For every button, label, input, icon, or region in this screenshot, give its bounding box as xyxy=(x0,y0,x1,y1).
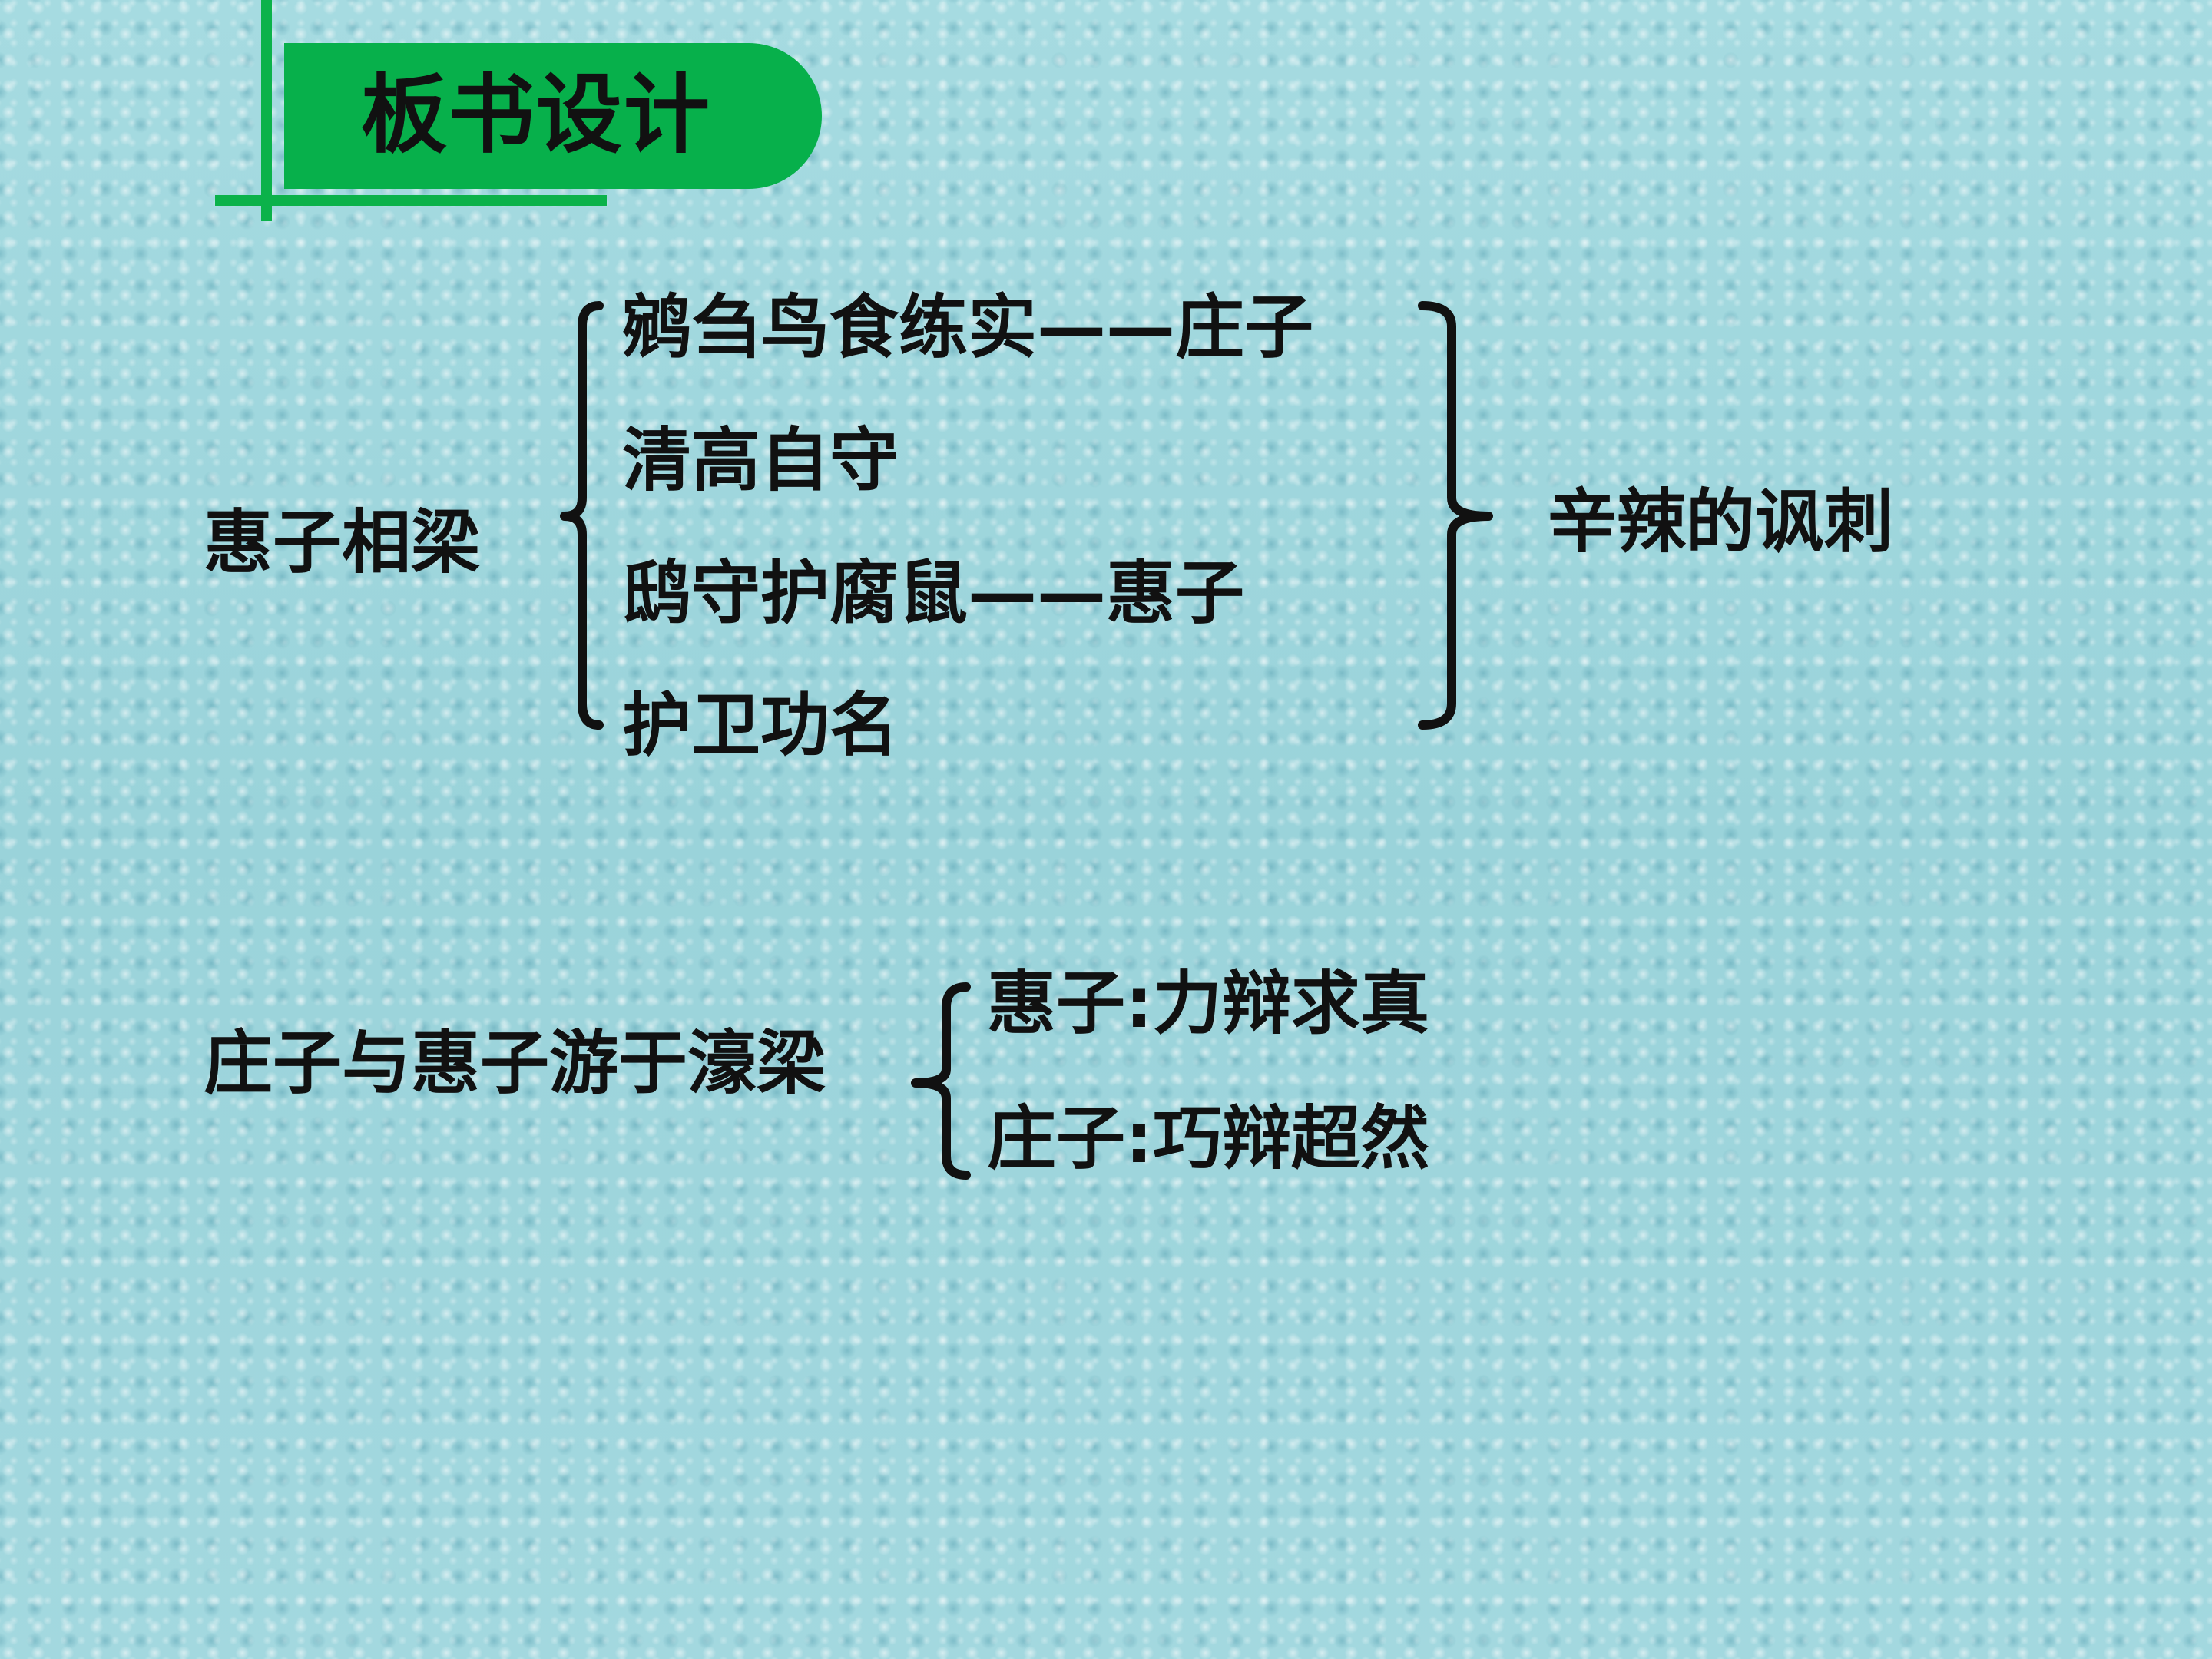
section1-item-4: 护卫功名 xyxy=(622,685,899,766)
title-vertical-rule xyxy=(261,0,272,221)
section1-conclusion: 辛辣的讽刺 xyxy=(1548,482,1893,562)
section1-item-1: 鹓刍鸟食练实——庄子 xyxy=(622,287,1313,368)
page-title: 板书设计 xyxy=(361,65,711,165)
section1-item-3: 鸱守护腐鼠——惠子 xyxy=(622,553,1244,634)
section1-topic: 惠子相梁 xyxy=(204,502,480,583)
title-tab xyxy=(284,43,822,189)
section1-left-brace xyxy=(560,301,604,730)
section2-left-brace xyxy=(911,982,971,1180)
section2-item-1: 惠子:力辩求真 xyxy=(987,963,1429,1044)
title-horizontal-rule xyxy=(215,195,607,206)
section2-item-2: 庄子:巧辩超然 xyxy=(987,1098,1429,1179)
section2-topic: 庄子与惠子游于濠梁 xyxy=(204,1023,826,1104)
section1-right-brace xyxy=(1418,301,1493,730)
section1-item-2: 清高自守 xyxy=(622,420,899,501)
